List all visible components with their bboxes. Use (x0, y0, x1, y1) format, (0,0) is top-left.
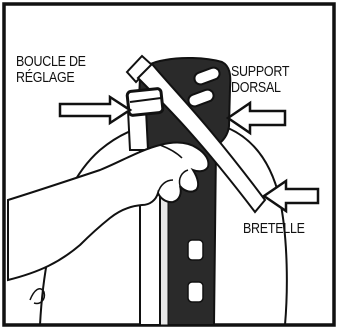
label-back-support: SUPPORT DORSAL (231, 64, 289, 96)
label-adjustment-buckle-line2: RÉGLAGE (16, 70, 86, 86)
arrow-strap (264, 181, 318, 211)
label-adjustment-buckle-line1: BOUCLE DE (16, 54, 86, 70)
label-adjustment-buckle: BOUCLE DE RÉGLAGE (16, 54, 86, 86)
label-strap: BRETELLE (243, 221, 305, 237)
arrow-support (228, 103, 285, 133)
label-back-support-line1: SUPPORT (231, 64, 289, 80)
label-strap-line1: BRETELLE (243, 221, 305, 237)
adjustment-buckle (127, 88, 163, 115)
label-back-support-line2: DORSAL (231, 80, 289, 96)
arrow-buckle (60, 97, 130, 123)
